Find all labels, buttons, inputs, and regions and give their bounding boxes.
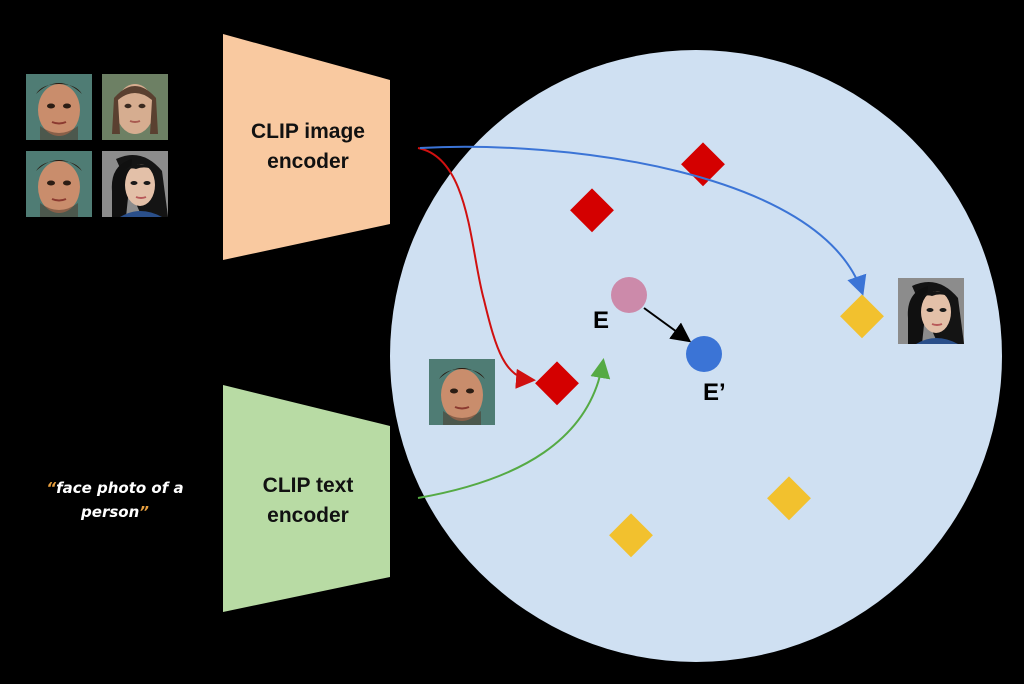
input-face-grid xyxy=(26,74,168,217)
encoder-label-line: CLIP text xyxy=(262,474,354,497)
black-arrow xyxy=(643,307,692,343)
yellow-image-embeddings xyxy=(609,294,884,558)
clip-image-encoder-shape xyxy=(223,34,390,260)
yellow-diamond xyxy=(840,294,884,339)
point-E xyxy=(611,277,647,313)
encoder-label-line: encoder xyxy=(267,150,349,173)
prompt-line-2: person xyxy=(81,503,140,521)
close-quote: ” xyxy=(139,503,149,521)
label-E-prime: E’ xyxy=(703,379,726,406)
face-thumbnail-woman-result xyxy=(898,278,964,344)
green-arrow xyxy=(417,358,611,499)
encoder-label-line: encoder xyxy=(267,504,349,527)
prompt-line-1: face photo of a xyxy=(56,479,184,497)
clip-text-encoder-shape xyxy=(223,385,390,612)
red-arrow xyxy=(417,147,536,389)
face-thumbnail-man-result xyxy=(429,359,495,425)
face-thumbnail-man-2 xyxy=(26,151,92,217)
clip-text-encoder-label: CLIP text encoder xyxy=(228,471,388,531)
encoder-label-line: CLIP image xyxy=(251,120,365,143)
face-thumbnail-man-1 xyxy=(26,74,92,140)
face-thumbnail-woman-2 xyxy=(102,151,168,217)
clip-image-encoder-label: CLIP image encoder xyxy=(228,117,388,177)
yellow-diamond xyxy=(609,513,653,558)
open-quote: “ xyxy=(46,479,57,497)
blue-arrow xyxy=(419,145,867,296)
label-E: E xyxy=(593,307,610,334)
red-diamond xyxy=(535,361,579,406)
face-thumbnail-woman-1 xyxy=(102,74,168,140)
red-diamond xyxy=(570,188,614,233)
text-prompt: “face photo of a person” xyxy=(20,476,210,524)
yellow-diamond xyxy=(767,476,811,521)
point-E-prime xyxy=(686,336,722,372)
